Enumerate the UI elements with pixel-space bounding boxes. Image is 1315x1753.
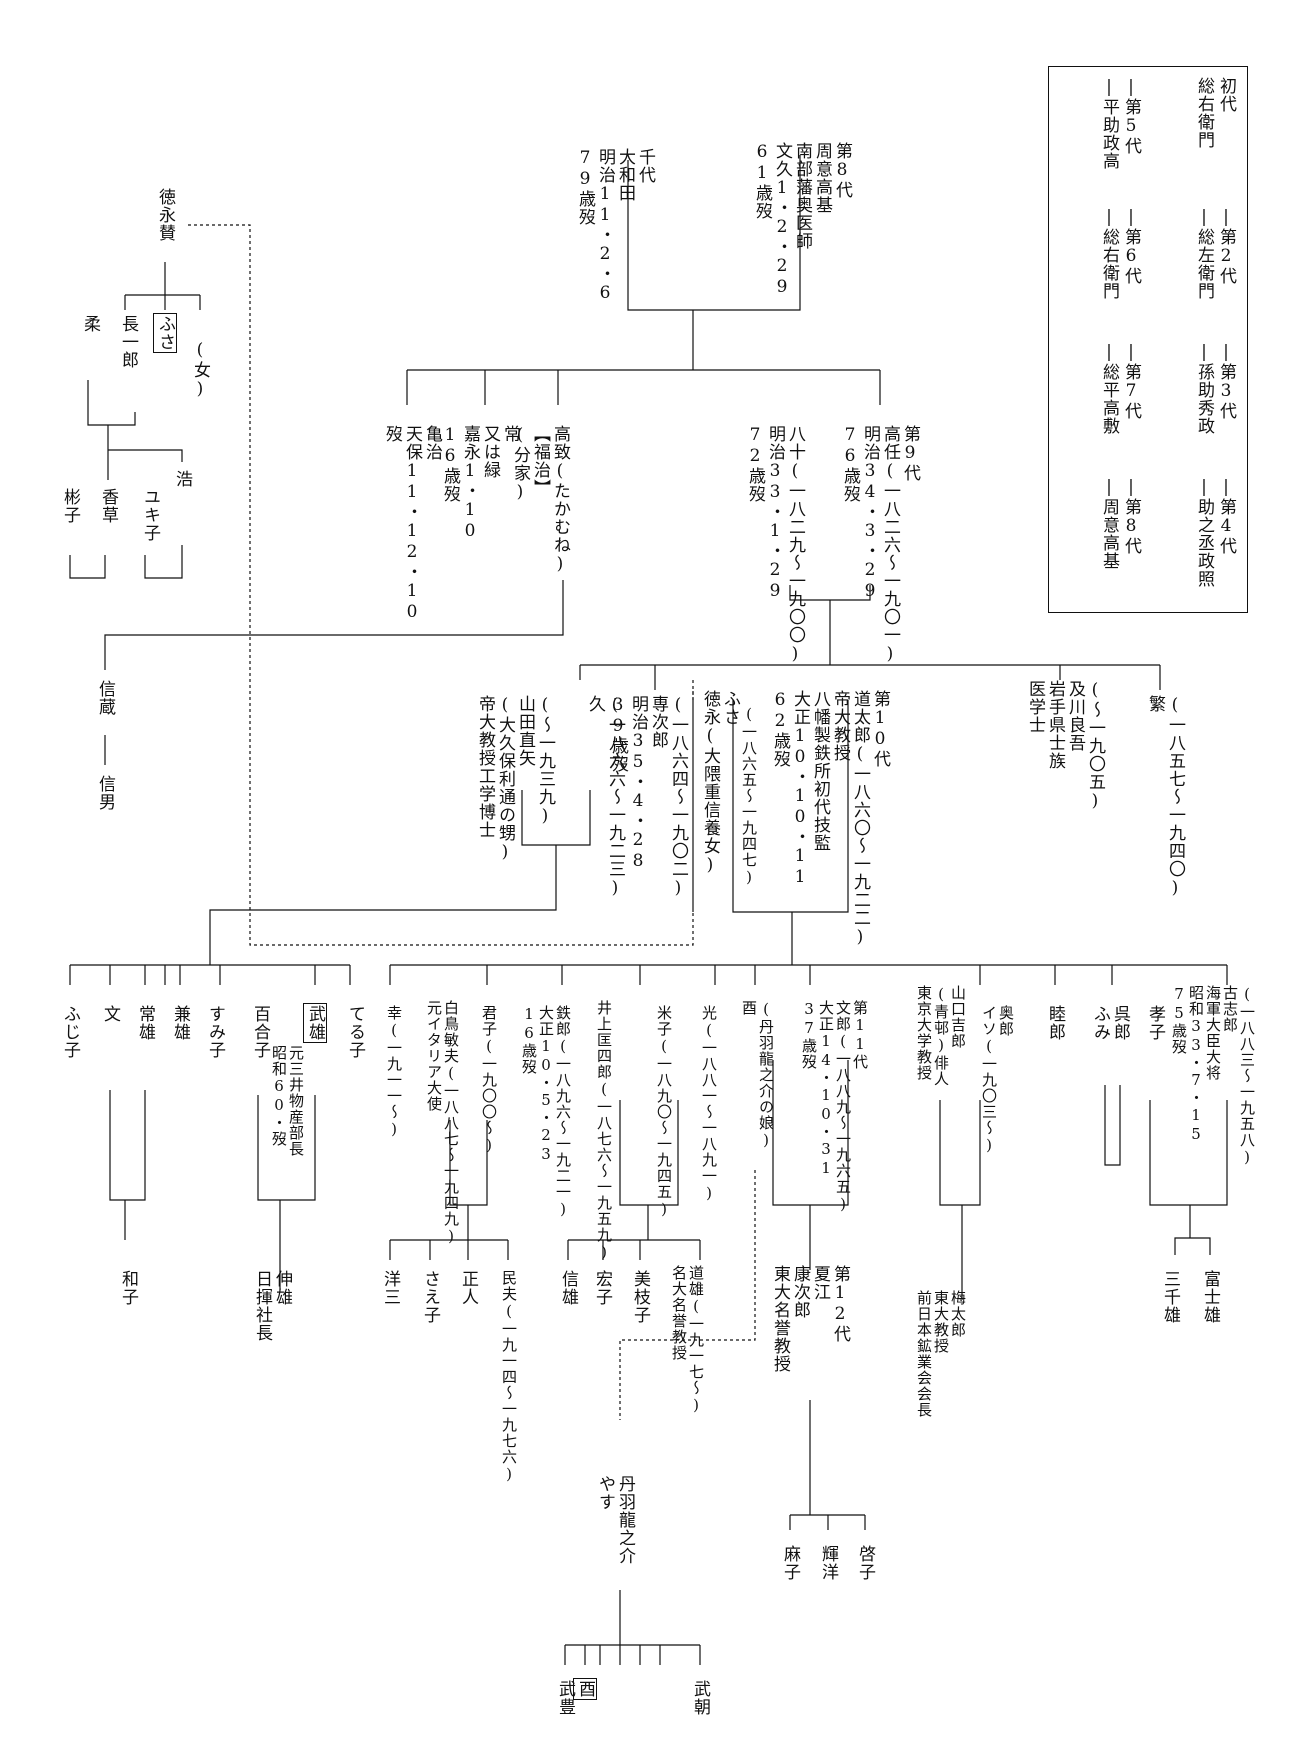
person-nobuo: 信男 — [95, 775, 115, 811]
person-keiko: 啓子 — [855, 1545, 875, 1581]
person-takachi: 高致(たかむね) 【福治】 (分家) — [510, 425, 570, 575]
person-sachi: 幸(一九一一〜) — [385, 1005, 403, 1139]
person-yukiko: ユキ子 — [140, 488, 160, 542]
person-teruko: てる子 — [345, 1005, 365, 1059]
person-hisa: (一八六六〜一九二三) 久 — [585, 695, 625, 899]
person-michio: 道雄(一九一七〜) 名大名誉教授 — [670, 1265, 705, 1415]
person-umetaro: 梅太郎 東大教授 前日本鉱業会会長 — [915, 1290, 967, 1418]
person-michiko: 三千雄 — [1160, 1270, 1180, 1324]
person-takako: 孝子 — [1145, 1005, 1165, 1041]
person-fusa-2: ふさ 徳永(大隈重信養女) — [700, 690, 740, 876]
person-taketomo: 武朝 — [690, 1680, 710, 1716]
person-sumiko: すみ子 — [205, 1005, 225, 1059]
legend-gen-7: |第7代 |総平高敷 — [1099, 342, 1141, 435]
person-nobuo-3: 信雄 — [558, 1270, 578, 1306]
person-kazuko: 和子 — [118, 1270, 138, 1306]
person-yamada: (〜一九三九) 山田直矢 (大久保利通の甥) 帝大教授工学博士 — [475, 695, 555, 863]
person-mutsuro: 睦郎 — [1045, 1005, 1065, 1041]
person-tamio: 民夫(一九一四〜一九七六) — [500, 1270, 518, 1484]
person-niwa: 丹羽龍之介 やす — [595, 1475, 635, 1565]
person-yoneko: 米子(一八九〇〜一九四五) — [655, 1005, 673, 1219]
legend-gen-8: |第8代 |周意高基 — [1099, 477, 1141, 570]
person-michitaro: 第10代 道太郎(一八六〇〜一九二二) 帝大教授 八幡製鉄所初代技監 大正10・… — [770, 690, 890, 948]
person-yasujiro: 第12代 夏江 康次郎 東大名誉教授 — [770, 1265, 850, 1373]
person-nobuzo: 信蔵 — [95, 680, 115, 716]
legend-gen-2: |第2代 |総左衛門 — [1194, 207, 1236, 300]
person-saeko: さえ子 — [420, 1270, 440, 1324]
person-fusa-1: ふさ — [153, 313, 177, 353]
person-fujio: 富士雄 — [1200, 1270, 1220, 1324]
person-fujiko: ふじ子 — [60, 1005, 80, 1059]
person-yuriko: 百合子 — [250, 1005, 270, 1059]
person-takeo: 武雄 — [303, 1003, 327, 1043]
person-nobuo-2: 伸雄 日揮社長 — [252, 1270, 292, 1342]
person-masato: 正人 — [458, 1270, 478, 1306]
person-teruhiro: 輝洋 — [818, 1545, 838, 1581]
person-koshiro: (一八八三〜一九五八) 古志郎 海軍大臣大将 昭和33・7・15 75歳歿 — [1170, 985, 1256, 1167]
person-fusa-2-years: (一八六五〜一九四七) — [740, 705, 758, 887]
person-inoue: 井上匡四郎(一八七六〜一九五九) — [595, 1000, 613, 1262]
person-kamekichi: 亀治 天保11・12・10 歿 — [382, 425, 442, 623]
person-okuro: 奥郎 イソ(一九〇三〜) — [980, 1005, 1015, 1155]
person-takato: 第9代 高任(一八二六〜一九〇一) 明治34・3・29 76歳歿 — [840, 425, 920, 665]
legend-gen-5: |第5代 |平助政高 — [1099, 77, 1141, 170]
legend-gen-3: |第3代 |孫助秀政 — [1194, 342, 1236, 435]
person-fumiro: 第11代 文郎(一八八九〜一九六五) 大正14・10・31 37歳歿 — [800, 1000, 869, 1214]
person-chiyo: 千代 大和田 明治11・2・6 79歳歿 — [575, 148, 655, 304]
legend-gen-4: |第4代 |助之丞政照 — [1194, 477, 1236, 588]
person-takeo-note: 元三井物産部長 昭和60・歿 — [270, 1045, 305, 1157]
person-ko: 浩 — [172, 470, 192, 488]
person-niwa-daughter: (丹羽龍之介の娘) 酉 — [740, 1000, 775, 1150]
generation-legend: 初代 総右衛門 |第2代 |総左衛門 |第3代 |孫助秀政 |第4代 |助之丞政… — [1048, 66, 1248, 613]
legend-gen-1: 初代 総右衛門 — [1194, 77, 1236, 149]
person-yozo: 洋三 — [380, 1270, 400, 1306]
person-juu: 柔 — [80, 315, 100, 333]
person-tokunaga-san: 徳永賛 — [155, 188, 175, 242]
person-oikawa: (〜一九〇五) 及川良吾 岩手県士族 医学士 — [1025, 680, 1105, 812]
person-hiroko: 宏子 — [592, 1270, 612, 1306]
person-fumi: 文 — [100, 1005, 120, 1023]
person-mieko: 美枝子 — [630, 1270, 650, 1324]
person-yamaguchi: 山口吉郎 (青邨)俳人 東京大学教授 — [915, 985, 967, 1087]
person-akiko: 彬子 — [60, 488, 80, 524]
person-asako: 麻子 — [780, 1545, 800, 1581]
person-chouichiro: 長一郎 — [118, 315, 138, 369]
person-tsune: 常 又は緑 嘉永1・10 16歳歿 — [440, 425, 520, 542]
person-hachiju: 八十(一八二九〜一九〇〇) 明治33・1・29 72歳歿 — [745, 425, 805, 665]
person-kaneo: 兼雄 — [170, 1005, 190, 1041]
person-kureo: 呉郎 ふみ — [1090, 1005, 1130, 1041]
person-tori-2: 酉 — [573, 1678, 597, 1700]
person-shige: (一八五七〜一九四〇) 繁 — [1145, 695, 1185, 899]
legend-gen-6: |第6代 |総右衛門 — [1099, 207, 1141, 300]
person-takeyutaka: 武豊 — [555, 1680, 575, 1716]
person-tsuneo: 常雄 — [135, 1005, 155, 1041]
person-kaya: 香草 — [98, 488, 118, 524]
person-onna: (女) — [190, 340, 210, 400]
person-tetsuro: 鉄郎(一八九六〜一九二一) 大正10・5・23 16歳歿 — [520, 1005, 572, 1219]
person-kimiko: 君子(一九〇〇〜) — [480, 1005, 498, 1155]
person-hikaru: 光(一八八一〜一八九一) — [700, 1005, 718, 1203]
person-takamoto: 第8代 周意高基 南部藩奥医師 文久1・2・29 61歳歿 — [752, 142, 852, 298]
person-shiratori: 白鳥敏夫(一八八七〜一九四九) 元イタリア大使 — [425, 1000, 460, 1246]
person-senjiro: (一八六四〜一九〇二) 専次郎 明治35・4・28 39歳歿 — [608, 695, 688, 899]
